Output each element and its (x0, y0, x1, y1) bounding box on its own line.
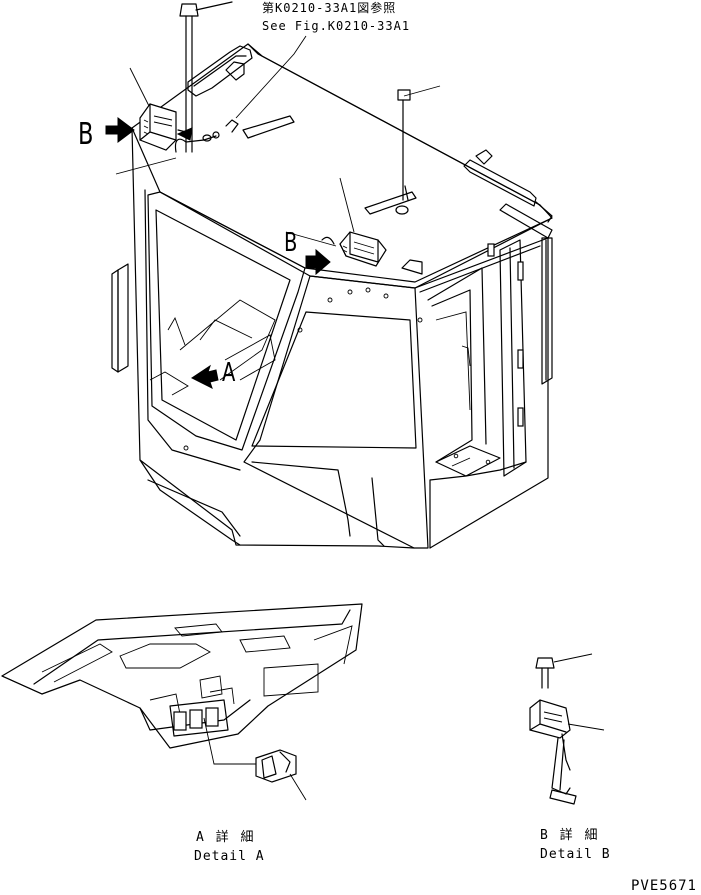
cab-front-window (243, 275, 429, 549)
cab-left-side (131, 127, 241, 546)
switch-icon (173, 711, 187, 731)
view-a-arrow (191, 364, 219, 389)
cab-lower-front (139, 459, 415, 549)
dashboard-panel (1, 603, 363, 749)
view-b-callout-left: B (78, 117, 94, 152)
reference-text-japanese: 第K0210-33A1図参照 (262, 1, 397, 15)
view-a-callout: A (222, 358, 236, 388)
warning-lamp-left (139, 103, 193, 151)
view-b-arrow-center (305, 248, 331, 276)
drawing-code: PVE5671 (630, 878, 697, 894)
detail-a-label-japanese: A 詳 細 (196, 830, 256, 845)
detail-b-drawing (529, 653, 605, 805)
right-grab-handle (541, 237, 553, 385)
detail-b-label-japanese: B 詳 細 (540, 828, 600, 843)
rocker-switch (255, 749, 297, 783)
detail-a-label-english: Detail A (194, 849, 265, 864)
bolt-detail-icon (535, 657, 555, 669)
cab-assembly (111, 43, 553, 549)
warning-lamp-center (321, 177, 387, 267)
view-b-callout-center: B (284, 228, 298, 258)
wire-harness (174, 135, 217, 153)
cab-right-frame (414, 237, 549, 549)
reference-text-english: See Fig.K0210-33A1 (262, 19, 411, 33)
bolt-icon (179, 3, 199, 17)
roof-bracket-2 (364, 191, 417, 215)
view-b-arrow-left (105, 117, 135, 143)
cab-left-window (147, 191, 306, 451)
detail-a-drawing (1, 603, 363, 801)
roof-handrail-right (463, 159, 537, 207)
detail-b-label-english: Detail B (540, 847, 611, 862)
front-window-glass (251, 311, 417, 449)
roof-bracket (242, 115, 295, 139)
roof-handrail-left (187, 45, 253, 97)
top-bolt-assembly (115, 1, 441, 201)
left-grab-handle (117, 263, 129, 373)
connector-icon (225, 119, 239, 133)
